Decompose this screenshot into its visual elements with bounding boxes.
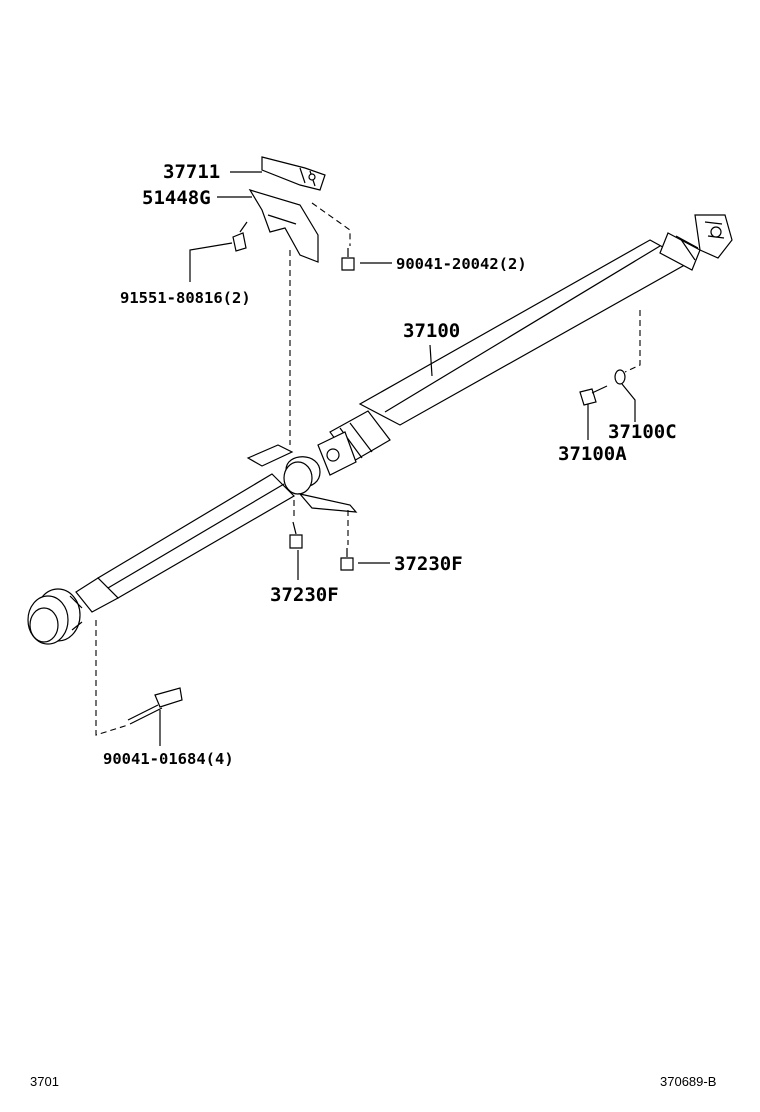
- washer-37100c: [614, 369, 626, 385]
- label-37230f-left: 37230F: [270, 584, 339, 606]
- label-51448g: 51448G: [142, 187, 211, 209]
- label-37711: 37711: [163, 161, 220, 183]
- label-37100: 37100: [403, 320, 460, 342]
- label-91551-80816: 91551-80816(2): [120, 289, 251, 307]
- page-code-right: 370689-B: [660, 1074, 717, 1089]
- label-90041-20042: 90041-20042(2): [396, 255, 527, 273]
- heat-insulator-51448g: [248, 188, 319, 263]
- bolt-37230f-right: [340, 548, 354, 571]
- label-37230f-right: 37230F: [394, 553, 463, 575]
- bolt-90041-20042: [341, 248, 355, 271]
- label-90041-01684: 90041-01684(4): [103, 750, 234, 768]
- propeller-shaft: [27, 214, 733, 645]
- page-code-left: 3701: [30, 1074, 59, 1089]
- bolt-90041-01684: [127, 687, 183, 725]
- bracket-37711: [261, 156, 326, 191]
- assembly-lines: [95, 202, 641, 736]
- bolt-91551-80816: [232, 221, 248, 252]
- label-37100c: 37100C: [608, 421, 677, 443]
- leader-lines: [159, 171, 636, 746]
- label-37100a: 37100A: [558, 443, 627, 465]
- bolt-37230f-left: [289, 521, 303, 549]
- bolt-37100a: [579, 385, 608, 406]
